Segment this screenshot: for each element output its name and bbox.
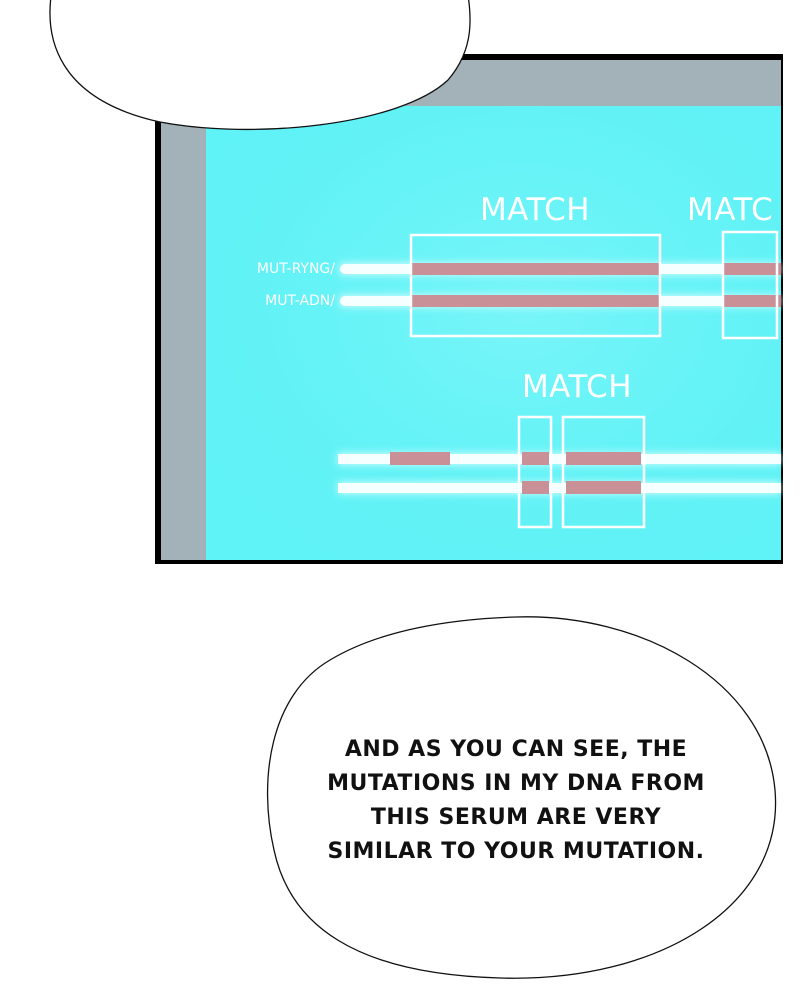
mutation-segment — [522, 481, 549, 494]
speech-bubble-top — [49, 0, 471, 131]
upper-comparison-panel: MATCH MATC MUT-RYNG/ MUT-ADN/ — [257, 192, 781, 340]
match-label-lower: MATCH — [522, 369, 632, 405]
match-box — [517, 415, 553, 529]
dna-track — [338, 454, 781, 464]
speech-line: MUTATIONS IN MY DNA FROM — [327, 771, 705, 796]
speech-bubble-text: AND AS YOU CAN SEE, THE MUTATIONS IN MY … — [290, 733, 742, 869]
mutation-segment — [724, 263, 781, 275]
track-label-mut-ryng: MUT-RYNG/ — [257, 261, 335, 277]
speech-bubble — [266, 616, 777, 979]
monitor — [155, 54, 783, 564]
match-label-upper-2: MATC — [687, 192, 773, 228]
mutation-segment — [522, 452, 549, 465]
mutation-segment — [412, 263, 660, 275]
match-box — [561, 415, 646, 529]
speech-line: SIMILAR TO YOUR MUTATION. — [327, 839, 705, 864]
track-label-mut-adn: MUT-ADN/ — [265, 293, 335, 309]
mutation-segment — [390, 452, 450, 465]
mutation-segment — [412, 295, 660, 307]
mutation-segment — [724, 295, 781, 307]
match-box — [721, 230, 779, 340]
speech-line: THIS SERUM ARE VERY — [370, 805, 662, 830]
lower-comparison-panel: MATCH — [338, 369, 781, 529]
mutation-segment — [566, 481, 641, 494]
match-box — [409, 233, 662, 338]
dna-track — [338, 483, 781, 493]
mutation-segment — [566, 452, 641, 465]
match-label-upper-1: MATCH — [480, 192, 590, 228]
speech-line: AND AS YOU CAN SEE, THE — [344, 737, 688, 762]
